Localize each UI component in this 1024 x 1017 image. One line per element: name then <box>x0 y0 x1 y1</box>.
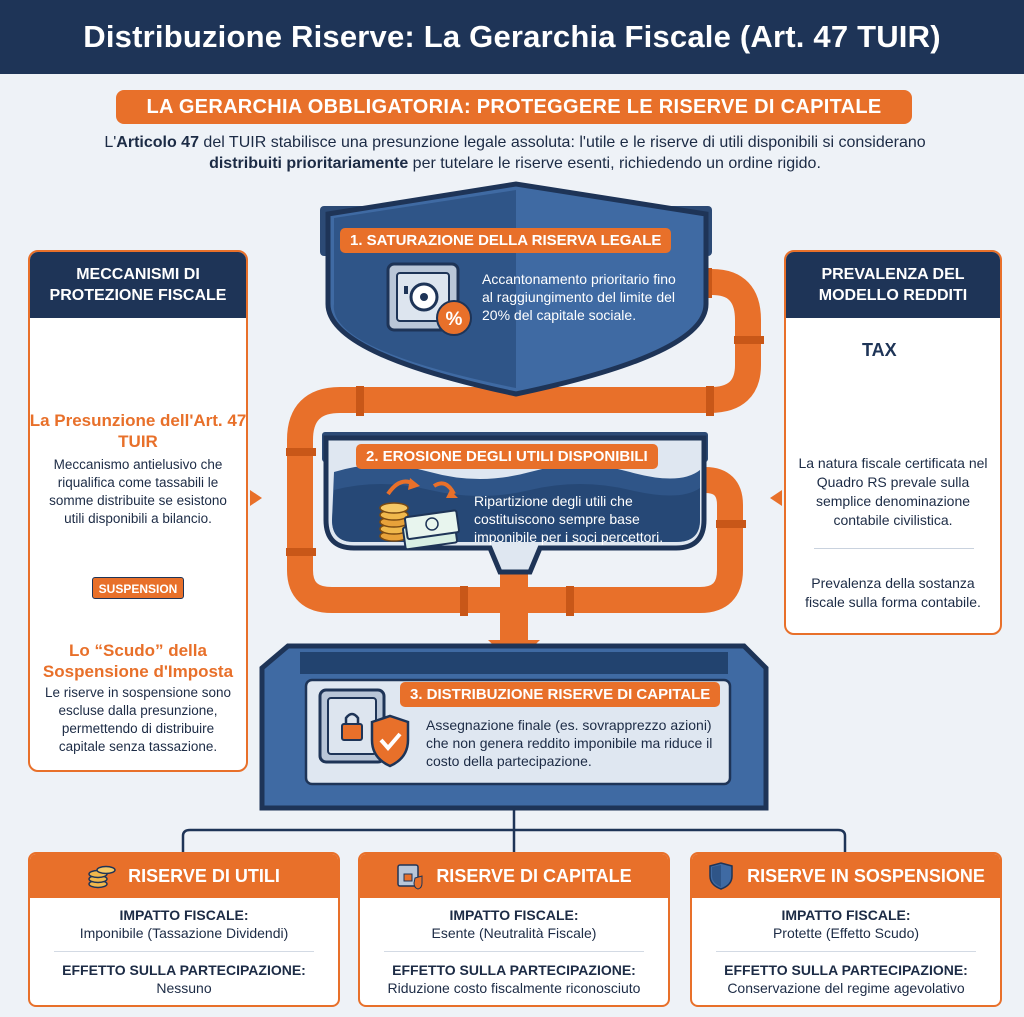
shield-icon <box>709 862 733 890</box>
card-body: IMPATTO FISCALE: Protette (Effetto Scudo… <box>692 898 1000 997</box>
impact-label: IMPATTO FISCALE: <box>781 907 911 923</box>
right-pointer-arrow <box>770 490 782 506</box>
page-header: Distribuzione Riserve: La Gerarchia Fisc… <box>0 0 1024 74</box>
exchange-arrows-icon <box>386 479 456 496</box>
card-title: RISERVE IN SOSPENSIONE <box>747 865 985 886</box>
suspension-badge: SUSPENSION <box>92 577 184 599</box>
percent-icon: % <box>436 300 472 336</box>
card-body: IMPATTO FISCALE: Esente (Neutralità Fisc… <box>360 898 668 997</box>
effect-value: Riduzione costo fiscalmente riconosciuto <box>387 980 641 996</box>
orange-pipes <box>287 269 761 613</box>
intro-part: L' <box>104 134 117 151</box>
presumption-text: Meccanismo antielusivo che riqualifica c… <box>49 457 227 526</box>
left-panel-protection: MECCANISMI DI PROTEZIONE FISCALE <box>28 250 248 772</box>
card-head: RISERVE IN SOSPENSIONE <box>692 854 1000 898</box>
impact-label: IMPATTO FISCALE: <box>119 907 249 923</box>
cash-icon <box>401 509 460 551</box>
right-divider <box>814 548 974 549</box>
left-pointer-arrow <box>250 490 262 506</box>
stage1-title: 1. SATURAZIONE DELLA RISERVA LEGALE <box>340 228 672 253</box>
stage1-text: Accantonamento prioritario fino al raggi… <box>482 271 676 323</box>
card-head: RISERVE DI CAPITALE <box>360 854 668 898</box>
effect-label: EFFETTO SULLA PARTECIPAZIONE: <box>392 962 636 978</box>
effect-value: Conservazione del regime agevolativo <box>727 980 965 996</box>
effect-label: EFFETTO SULLA PARTECIPAZIONE: <box>62 962 306 978</box>
impact-label: IMPATTO FISCALE: <box>449 907 579 923</box>
effect-value: Nessuno <box>156 980 212 996</box>
left-panel-title: MECCANISMI DI PROTEZIONE FISCALE <box>30 252 246 318</box>
card-riserve-utili: RISERVE DI UTILI IMPATTO FISCALE: Imponi… <box>28 852 340 1007</box>
card-divider <box>384 951 644 952</box>
intro-bold: distribuiti prioritariamente <box>209 155 409 172</box>
rs-text: La natura fiscale certificata nel Quadro… <box>798 455 988 528</box>
stage3-title: 3. DISTRIBUZIONE RISERVE DI CAPITALE <box>400 682 721 707</box>
intro-bold: Articolo 47 <box>116 134 199 151</box>
impact-value: Imponibile (Tassazione Dividendi) <box>79 925 289 941</box>
stage2-text: Ripartizione degli utili che costituisco… <box>474 493 664 545</box>
right-panel-title: PREVALENZA DEL MODELLO REDDITI <box>786 252 1000 318</box>
svg-text:%: % <box>446 309 463 330</box>
right-panel-redditi: PREVALENZA DEL MODELLO REDDITI <box>784 250 1002 635</box>
card-riserve-capitale: RISERVE DI CAPITALE IMPATTO FISCALE: Ese… <box>358 852 670 1007</box>
coins-icon <box>88 865 116 889</box>
card-connectors <box>181 808 847 852</box>
card-divider <box>54 951 314 952</box>
shield-text: Le riserve in sospensione sono escluse d… <box>44 685 232 754</box>
check-shield-icon <box>370 714 410 768</box>
page-title: Distribuzione Riserve: La Gerarchia Fisc… <box>83 19 941 54</box>
intro-part: per tutelare le riserve esenti, richiede… <box>408 155 821 172</box>
center-downspout <box>488 560 540 665</box>
card-divider <box>716 951 976 952</box>
intro-paragraph: L'Articolo 47 del TUIR stabilisce una pr… <box>100 132 930 174</box>
card-title: RISERVE DI UTILI <box>128 865 280 886</box>
impact-value: Esente (Neutralità Fiscale) <box>431 925 597 941</box>
safe-icon <box>386 262 460 332</box>
effect-label: EFFETTO SULLA PARTECIPAZIONE: <box>724 962 968 978</box>
safe-lock-icon <box>318 688 386 764</box>
shield-title: Lo “Scudo” della Sospensione d'Imposta <box>42 641 234 681</box>
subtitle-banner: LA GERARCHIA OBBLIGATORIA: PROTEGGERE LE… <box>116 90 912 124</box>
safe-lock-icon <box>397 864 423 890</box>
stage3-text: Assegnazione finale (es. sovrapprezzo az… <box>426 717 713 769</box>
tax-doc-label: TAX <box>862 340 897 360</box>
card-body: IMPATTO FISCALE: Imponibile (Tassazione … <box>30 898 338 997</box>
presumption-title: La Presunzione dell'Art. 47 TUIR <box>29 411 247 451</box>
substance-text: Prevalenza della sostanza fiscale sulla … <box>805 575 981 610</box>
coins-icon <box>379 502 409 542</box>
card-title: RISERVE DI CAPITALE <box>436 865 632 886</box>
intro-part: del TUIR stabilisce una presunzione lega… <box>198 134 926 151</box>
stage2-title: 2. EROSIONE DEGLI UTILI DISPONIBILI <box>356 444 658 469</box>
impact-value: Protette (Effetto Scudo) <box>772 925 920 941</box>
card-riserve-sospensione: RISERVE IN SOSPENSIONE IMPATTO FISCALE: … <box>690 852 1002 1007</box>
card-head: RISERVE DI UTILI <box>30 854 338 898</box>
